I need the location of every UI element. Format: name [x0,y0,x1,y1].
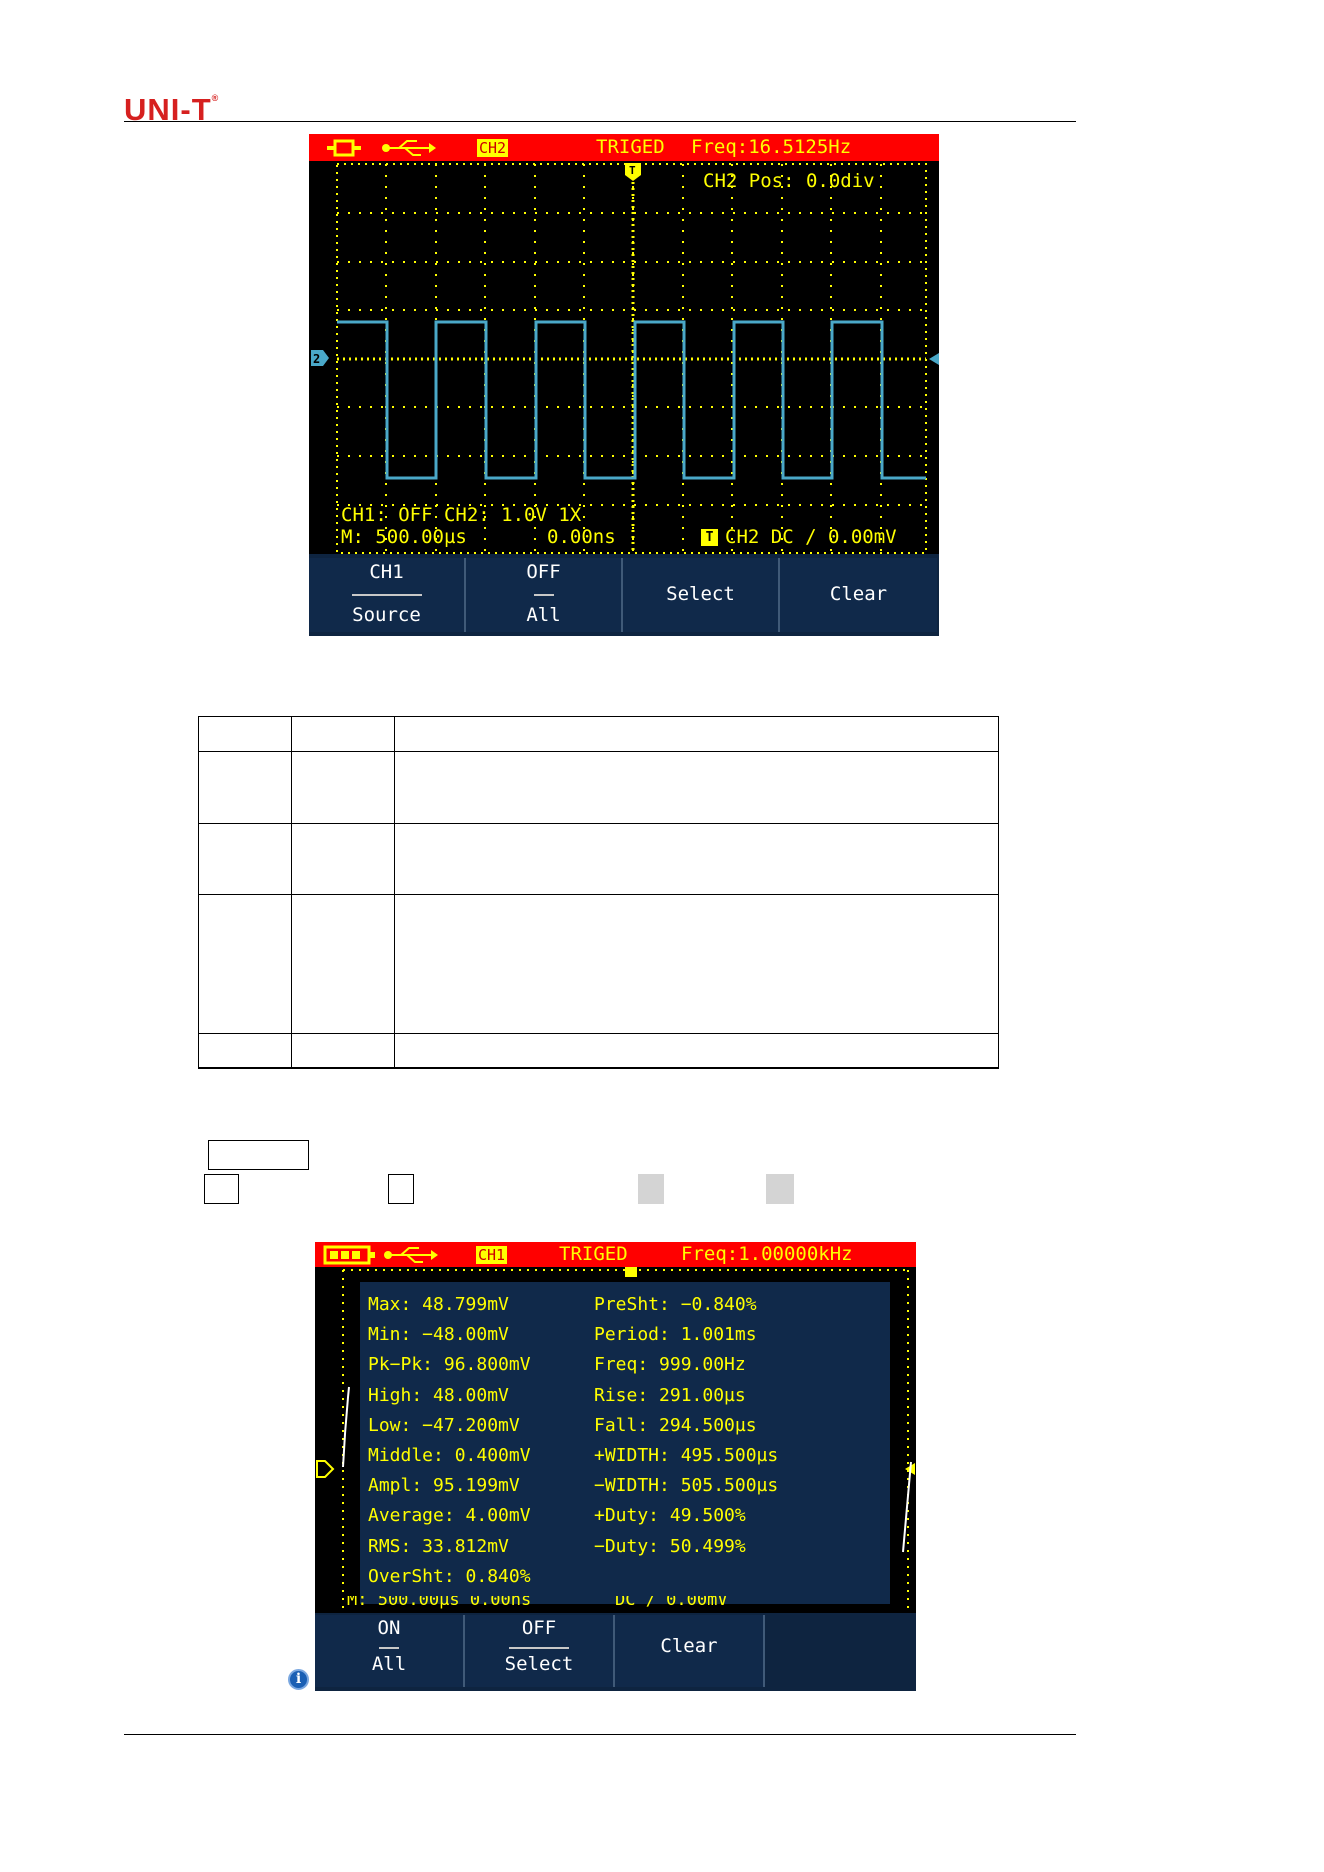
measure-average: Average: 4.00mV [368,1505,531,1527]
measurement-overlay: Max: 48.799mV Min: −48.00mV Pk−Pk: 96.80… [360,1282,890,1604]
select-button[interactable]: Select [623,558,780,632]
active-channel-chip: CH1 [476,1246,508,1264]
channel-info: CH1: OFF CH2: 1.0V 1X [341,504,582,526]
trigger-readout-partial: DC ∕ 0.00mV [615,1596,728,1610]
ch2-ground-marker [311,350,329,366]
trigger-position-marker-label: T [629,164,636,177]
timebase-readout-partial: M: 500.00µs 0.00ns [347,1596,532,1610]
measure-minus-duty: −Duty: 50.499% [594,1535,746,1557]
ch2-square-wave [337,320,926,480]
usb-icon [382,140,436,156]
measure-overshoot: OverSht: 0.840% [368,1565,531,1587]
trigger-badge: T [701,529,718,546]
measure-min: Min: −48.00mV [368,1324,509,1346]
select-off-button[interactable]: OFF Select [465,1615,615,1687]
graticule [336,163,927,554]
scope-screen-1: CH2 TRIGED Freq:16.5125Hz T 2 [309,134,939,636]
measure-rms: RMS: 33.812mV [368,1535,509,1557]
softkey-bar: ON All OFF Select Clear [315,1613,916,1691]
active-channel-chip: CH2 [477,139,509,157]
trigger-status: TRIGED [559,1243,628,1265]
waveform-display: T 2 [311,163,939,554]
clear-button[interactable]: Clear [615,1615,765,1687]
ch1-ground-marker [316,1460,335,1478]
measure-high: High: 48.00mV [368,1384,509,1406]
status-bar: CH2 TRIGED Freq:16.5125Hz [309,134,939,161]
status-bar: CH1 TRIGED Freq:1.00000kHz [315,1242,916,1267]
measure-preshoot: PreSht: −0.840% [594,1294,757,1315]
measure-max: Max: 48.799mV [368,1294,509,1315]
source-button[interactable]: CH1 Source [309,558,466,632]
parameter-table [198,716,999,1069]
background-graticule [316,1267,915,1637]
measurements-column-right: PreSht: −0.840% Period: 1.001ms Freq: 99… [594,1294,884,1566]
waveform-edge-left [342,1386,350,1468]
measure-middle: Middle: 0.400mV [368,1444,531,1466]
trigger-status: TRIGED [596,136,665,158]
horizontal-offset-readout: 0.00ns [547,526,616,548]
measurements-column-left: Max: 48.799mV Min: −48.00mV Pk−Pk: 96.80… [368,1294,598,1596]
timebase-readout: M: 500.00µs [341,526,467,548]
button-key-box [208,1140,309,1170]
trigger-level-marker [929,353,939,365]
measure-pk-pk: Pk−Pk: 96.800mV [368,1354,531,1376]
measure-freq: Freq: 999.00Hz [594,1354,746,1376]
all-on-button[interactable]: ON All [315,1615,465,1687]
measure-period: Period: 1.001ms [594,1324,757,1346]
measure-plus-width: +WIDTH: 495.500µs [594,1444,779,1466]
frequency-readout: Freq:1.00000kHz [681,1243,853,1265]
ch2-ground-marker-label: 2 [313,352,320,366]
measure-fall: Fall: 294.500µs [594,1414,757,1436]
usb-icon [384,1247,438,1263]
clear-button[interactable]: Clear [780,558,937,632]
footer-rule [124,1734,1076,1735]
shaded-key-box-1 [638,1174,664,1204]
info-icon: i [288,1669,309,1690]
measure-low: Low: −47.200mV [368,1414,520,1436]
measure-plus-duty: +Duty: 49.500% [594,1505,746,1527]
key-box-left [204,1174,239,1204]
trigger-readout: CH2 DC ∕ 0.00mV [725,526,897,548]
battery-icon [323,1245,375,1265]
ch2-position-readout: CH2 Pos: 0.0div [703,170,875,192]
waveform-edge-right [902,1461,912,1553]
header-rule [124,121,1076,122]
trigger-position-marker [625,163,641,181]
all-toggle-button[interactable]: OFF All [466,558,623,632]
measure-ampl: Ampl: 95.199mV [368,1475,520,1497]
frequency-readout: Freq:16.5125Hz [691,136,852,158]
shaded-key-box-2 [766,1174,794,1204]
scope-screen-2: CH1 TRIGED Freq:1.00000kHz Max: 48.799mV… [315,1242,916,1691]
measure-minus-width: −WIDTH: 505.500µs [594,1475,779,1497]
softkey-bar: CH1 Source OFF All Select Clear [309,554,939,636]
measure-rise: Rise: 291.00µs [594,1384,746,1406]
uni-t-logo: UNI-T® [124,92,220,127]
key-box-middle [388,1174,414,1204]
battery-icon [327,139,361,157]
